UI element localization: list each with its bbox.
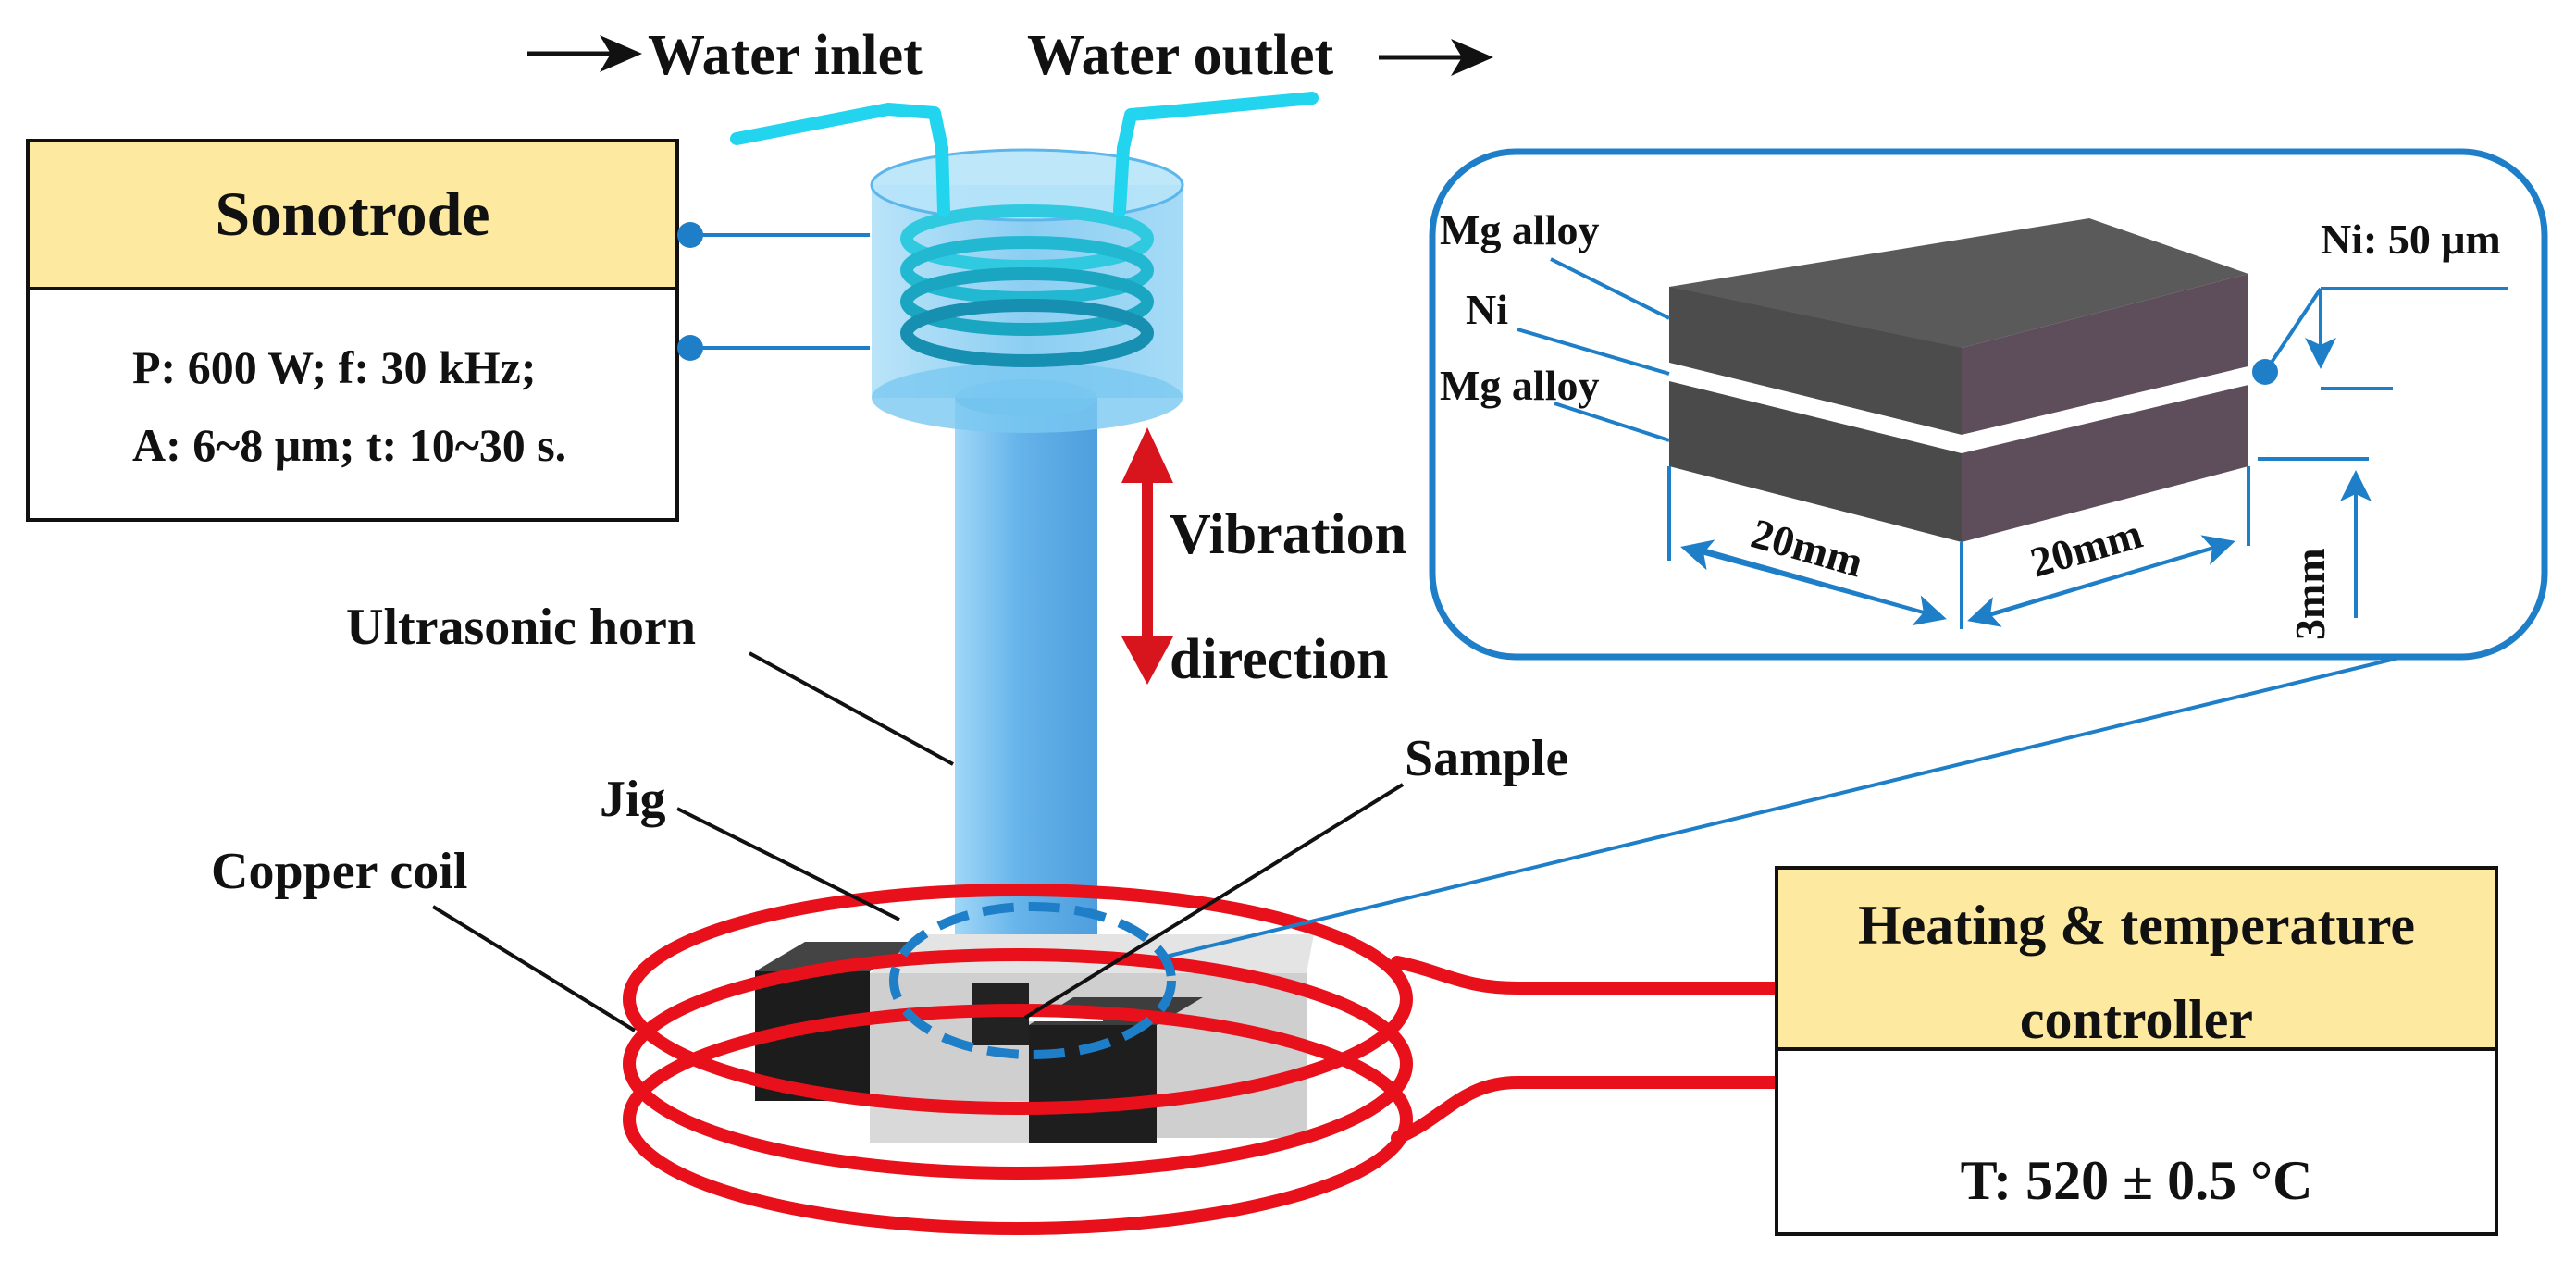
ultrasonic-horn-label: Ultrasonic horn <box>346 599 696 656</box>
inset-layer-bottom-label: Mg alloy <box>1440 362 1599 409</box>
controller-title-line-2: controller <box>2020 989 2253 1050</box>
inset-dim-height-label: 3mm <box>2286 548 2334 640</box>
jig-leader <box>676 807 900 921</box>
vibration-label-line-1: Vibration <box>1170 503 1406 566</box>
sonotrode-body-bg <box>26 287 679 522</box>
block-front-lower <box>1669 381 1962 542</box>
sample-label: Sample <box>1405 730 1568 787</box>
water-tubes <box>730 92 1319 217</box>
block-right-lower <box>1962 385 2248 542</box>
connector-dot-bottom <box>677 335 703 361</box>
controller-body-bg <box>1775 1047 2498 1236</box>
water-outlet-label-group: Water outlet <box>1027 24 1493 87</box>
block-top-face <box>1669 218 2248 348</box>
jig-label: Jig <box>600 771 666 828</box>
sonotrode-param-line-2: A: 6~8 μm; t: 10~30 s. <box>132 419 566 471</box>
water-inlet-label-group: Water inlet <box>527 24 923 87</box>
sonotrode-panel: Sonotrode P: 600 W; f: 30 kHz; A: 6~8 μm… <box>26 139 679 522</box>
connector-dot-top <box>677 222 703 248</box>
sonotrode-connectors <box>677 222 870 361</box>
controller-panel: Heating & temperature controller T: 520 … <box>1775 866 2498 1236</box>
sonotrode-title: Sonotrode <box>215 179 489 249</box>
ni-layer-front <box>1669 363 1962 453</box>
water-inlet-tube <box>730 103 950 217</box>
vibration-label-line-2: direction <box>1170 628 1389 691</box>
sonotrode-header-bg <box>26 139 679 290</box>
sample-inset: Mg alloy Ni Mg alloy Ni: 50 μm 3mm 20mm … <box>1429 148 2548 661</box>
water-outlet-tube <box>1113 92 1319 217</box>
sonotrode-param-line-1: P: 600 W; f: 30 kHz; <box>132 341 537 393</box>
copper-coil <box>623 884 1781 1235</box>
ni-layer-side <box>1962 366 2248 453</box>
inset-callout-line <box>1165 648 2434 958</box>
controller-temperature: T: 520 ± 0.5 °C <box>1961 1150 2313 1211</box>
inset-ni-thickness-label: Ni: 50 μm <box>2321 216 2501 263</box>
inset-layer-mid-label: Ni <box>1466 286 1508 333</box>
sample-highlight <box>889 902 1176 1059</box>
ultrasonic-horn-leader <box>749 651 954 766</box>
cooling-coil <box>900 204 1154 367</box>
water-outlet-arrowhead <box>1451 39 1493 76</box>
inset-layer-top-label: Mg alloy <box>1440 206 1599 253</box>
controller-title-line-1: Heating & temperature <box>1858 895 2415 956</box>
water-inlet-label: Water inlet <box>648 24 923 87</box>
water-outlet-label: Water outlet <box>1027 24 1334 87</box>
copper-coil-leader <box>431 905 637 1032</box>
sample-leader <box>1023 783 1405 1020</box>
coil-lead-top <box>1391 956 1781 995</box>
block-right-upper <box>1962 274 2248 435</box>
copper-coil-label: Copper coil <box>211 843 467 900</box>
controller-header-bg <box>1775 866 2498 1051</box>
water-inlet-arrowhead <box>600 35 642 72</box>
coil-lead-bottom <box>1391 1076 1781 1144</box>
vibration-arrow <box>1121 427 1173 685</box>
